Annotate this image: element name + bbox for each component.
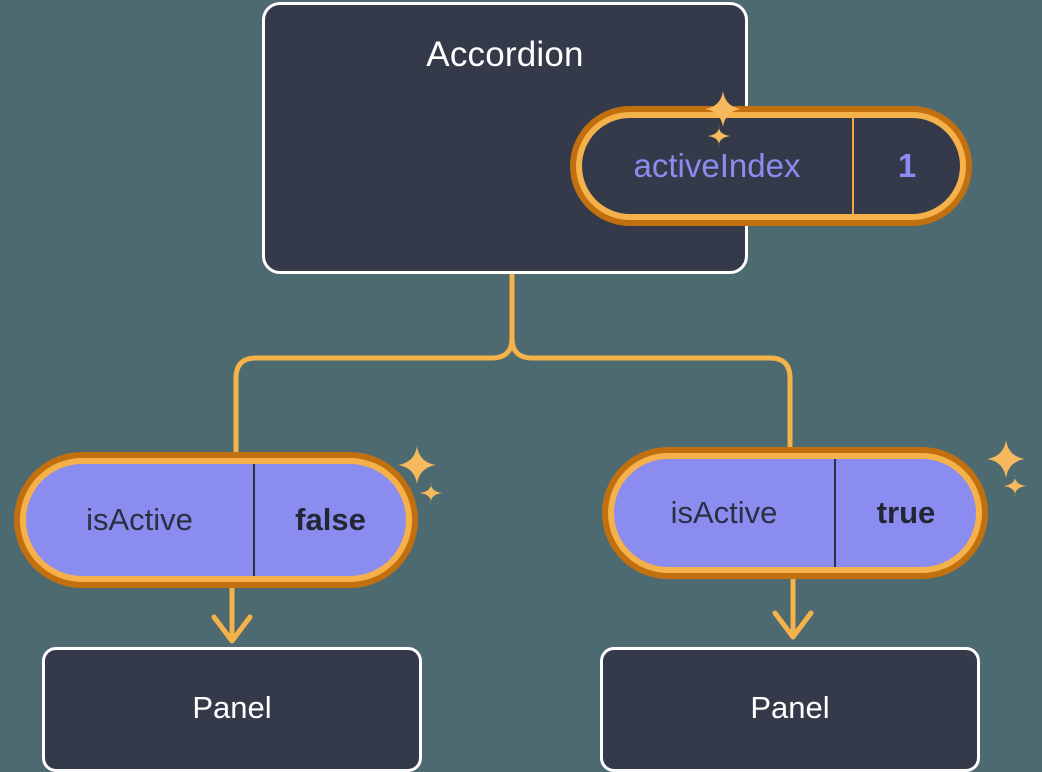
state-pill-is-active-false[interactable]: isActive false [14, 452, 418, 588]
pill-ring-inner: isActive false [20, 458, 412, 582]
arrowhead-right [772, 610, 814, 640]
component-card-panel-right[interactable]: Panel [600, 647, 980, 772]
pill-ring-inner: activeIndex 1 [576, 112, 966, 220]
sparkle-small-icon [418, 480, 444, 506]
pill-body: isActive false [26, 464, 406, 576]
state-pill-key: isActive [26, 464, 255, 576]
state-pill-value: false [295, 502, 366, 537]
state-pill-value: 1 [897, 147, 917, 184]
panel-title: Panel [750, 690, 830, 725]
sparkle-small-icon [1002, 473, 1028, 499]
state-pill-active-index[interactable]: activeIndex 1 [570, 106, 972, 226]
panel-title: Panel [192, 690, 272, 725]
state-pill-is-active-true[interactable]: isActive true [602, 447, 988, 579]
arrowhead-left [211, 614, 253, 644]
sparkle-large-icon [985, 438, 1027, 480]
pill-ring-inner: isActive true [608, 453, 982, 573]
component-card-accordion[interactable]: Accordion activeIndex 1 [262, 2, 972, 274]
state-pill-value: true [876, 495, 936, 530]
pill-body: activeIndex 1 [582, 118, 960, 214]
edge-accordion-to-child-right [509, 335, 793, 451]
pill-body: isActive true [614, 459, 976, 567]
state-pill-key: isActive [614, 459, 836, 567]
state-pill-key: activeIndex [582, 118, 854, 214]
component-card-panel-left[interactable]: Panel [42, 647, 422, 772]
accordion-title: Accordion [426, 35, 584, 74]
edge-accordion-to-children [233, 272, 515, 455]
